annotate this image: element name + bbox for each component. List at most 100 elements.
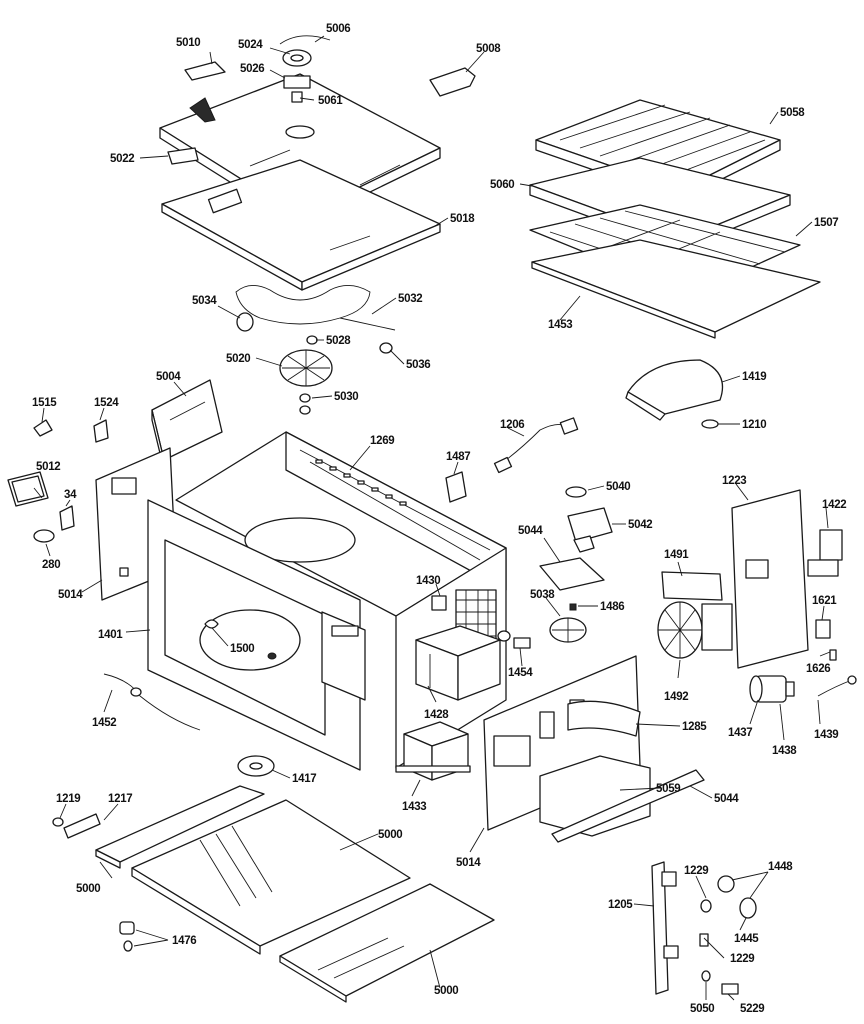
switches-1621 [815, 619, 837, 661]
bracket-1217 [52, 813, 101, 839]
callout-1524: 1524 [94, 397, 119, 409]
callout-5000-left: 5000 [76, 883, 100, 895]
blower-1491 [657, 571, 733, 659]
heater-element-5032 [235, 285, 396, 354]
callout-5020: 5020 [226, 353, 250, 365]
component-1430 [431, 595, 447, 611]
transformer-1433 [395, 721, 471, 781]
callout-1452: 1452 [92, 717, 116, 729]
callout-5012: 5012 [36, 461, 60, 473]
callout-5028: 5028 [326, 335, 351, 347]
callout-5058: 5058 [780, 107, 805, 119]
callout-1476: 1476 [172, 935, 196, 947]
vent-slots [315, 459, 407, 506]
bracket-5044 [539, 557, 605, 591]
callout-1621: 1621 [812, 595, 837, 607]
callout-1422: 1422 [822, 499, 846, 511]
callout-1217: 1217 [108, 793, 132, 805]
callout-1445: 1445 [734, 933, 759, 945]
callout-1269: 1269 [370, 435, 394, 447]
callout-34: 34 [64, 489, 77, 501]
callout-5000-mid: 5000 [378, 829, 402, 841]
callout-5040: 5040 [606, 481, 630, 493]
left-small-parts [7, 419, 109, 543]
callout-1507: 1507 [814, 217, 838, 229]
switch-1422 [807, 529, 843, 577]
power-cord-1206 [493, 417, 579, 474]
callout-1486: 1486 [600, 601, 624, 613]
callout-1428: 1428 [424, 709, 449, 721]
callout-5044-lower: 5044 [714, 793, 739, 805]
fan-blade-5038 [549, 603, 587, 643]
callout-labels: 5010 5024 5006 5008 5026 5061 5022 5018 … [32, 23, 847, 1015]
rail-5044 [551, 769, 705, 843]
base-tray-5000 [131, 799, 411, 955]
callout-5050: 5050 [690, 1003, 714, 1015]
callout-1448: 1448 [768, 861, 793, 873]
probe-1452 [103, 673, 201, 731]
callout-1229-lower: 1229 [730, 953, 754, 965]
callout-5018: 5018 [450, 213, 475, 225]
callout-1500: 1500 [230, 643, 254, 655]
callout-1223: 1223 [722, 475, 746, 487]
waveguide-plate-5018 [161, 159, 441, 291]
cavity-1269 [175, 431, 507, 769]
callout-1515: 1515 [32, 397, 57, 409]
callout-5004: 5004 [156, 371, 181, 383]
callout-5229: 5229 [740, 1003, 764, 1015]
transformer-1428 [415, 625, 501, 701]
front-frame-1401 [147, 499, 366, 771]
callout-1419: 1419 [742, 371, 766, 383]
callout-1433: 1433 [402, 801, 426, 813]
motor-1437 [749, 675, 795, 703]
callout-1430: 1430 [416, 575, 440, 587]
callout-1454: 1454 [508, 667, 533, 679]
callout-1417: 1417 [292, 773, 316, 785]
callout-5010: 5010 [176, 37, 200, 49]
callout-5000-bottom: 5000 [434, 985, 458, 997]
callout-1206: 1206 [500, 419, 524, 431]
callout-1491: 1491 [664, 549, 689, 561]
callout-1439: 1439 [814, 729, 838, 741]
callout-1401: 1401 [98, 629, 123, 641]
thermostat-1417 [237, 755, 275, 777]
callout-1626: 1626 [806, 663, 830, 675]
callout-5024: 5024 [238, 39, 263, 51]
callout-5014-left: 5014 [58, 589, 83, 601]
callout-1437: 1437 [728, 727, 752, 739]
callout-1219: 1219 [56, 793, 80, 805]
wire-1285 [567, 700, 641, 737]
fan-motor-5042 [565, 486, 613, 553]
callout-5044-upper: 5044 [518, 525, 543, 537]
callout-5034: 5034 [192, 295, 217, 307]
callout-5026: 5026 [240, 63, 264, 75]
cover-1419 [625, 359, 724, 429]
callout-1285: 1285 [682, 721, 707, 733]
control-panel-1205 [651, 861, 757, 995]
callout-5036: 5036 [406, 359, 430, 371]
callout-5014-lower: 5014 [456, 857, 481, 869]
callout-5059: 5059 [656, 783, 680, 795]
callout-5038: 5038 [530, 589, 555, 601]
callout-5032: 5032 [398, 293, 422, 305]
callout-1487: 1487 [446, 451, 470, 463]
base-plate-5000 [279, 883, 495, 1003]
callout-1438: 1438 [772, 745, 797, 757]
callout-5042: 5042 [628, 519, 652, 531]
stirrer-fan-5020 [279, 349, 333, 415]
callout-5030: 5030 [334, 391, 358, 403]
foot-1476 [119, 921, 135, 952]
callout-280: 280 [42, 559, 60, 571]
leader-lines [33, 35, 831, 1001]
bracket-1487 [445, 471, 467, 503]
callout-1492: 1492 [664, 691, 688, 703]
callout-5006: 5006 [326, 23, 350, 35]
base-rail-5000-left [95, 785, 265, 869]
callout-5060: 5060 [490, 179, 514, 191]
diode-1454 [497, 630, 531, 649]
callout-5008: 5008 [476, 43, 501, 55]
callout-1229-upper: 1229 [684, 865, 708, 877]
callout-1210: 1210 [742, 419, 766, 431]
